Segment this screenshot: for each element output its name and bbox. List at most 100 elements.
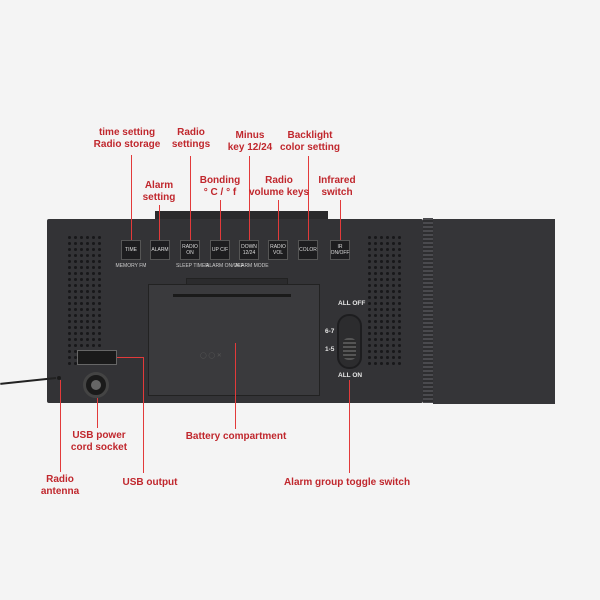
- grille-hole: [74, 350, 77, 353]
- grille-hole: [380, 326, 383, 329]
- leader-radio-vol: [278, 200, 279, 240]
- device-top-ridge: [155, 211, 328, 220]
- grille-hole: [68, 272, 71, 275]
- grille-hole: [398, 338, 401, 341]
- leader-bonding: [220, 200, 221, 240]
- grille-hole: [398, 284, 401, 287]
- grille-hole: [386, 356, 389, 359]
- grille-hole: [386, 332, 389, 335]
- battery-compartment-cover[interactable]: [148, 284, 320, 396]
- grille-hole: [68, 332, 71, 335]
- grille-hole: [398, 356, 401, 359]
- grille-hole: [398, 314, 401, 317]
- time-button[interactable]: TIME: [121, 240, 141, 260]
- grille-hole: [80, 302, 83, 305]
- grille-hole: [74, 278, 77, 281]
- grille-hole: [86, 308, 89, 311]
- grille-hole: [80, 308, 83, 311]
- grille-hole: [92, 296, 95, 299]
- radio-antenna-hole: [57, 376, 61, 380]
- ir-onoff-button[interactable]: IR ON/OFF: [330, 240, 350, 260]
- grille-hole: [386, 326, 389, 329]
- grille-hole: [392, 284, 395, 287]
- grille-hole: [398, 278, 401, 281]
- grille-hole: [92, 254, 95, 257]
- down-1224-button[interactable]: DOWN 12/24: [239, 240, 259, 260]
- grille-hole: [392, 362, 395, 365]
- radio-on-button[interactable]: RADIO ON: [180, 240, 200, 260]
- grille-hole: [68, 338, 71, 341]
- grille-hole: [80, 314, 83, 317]
- grille-hole: [98, 242, 101, 245]
- grille-hole: [80, 284, 83, 287]
- grille-hole: [80, 290, 83, 293]
- grille-hole: [86, 314, 89, 317]
- leader-minus: [249, 156, 250, 240]
- grille-hole: [80, 248, 83, 251]
- grille-hole: [398, 254, 401, 257]
- grille-hole: [374, 290, 377, 293]
- grille-hole: [374, 260, 377, 263]
- radio-vol-button[interactable]: RADIO VOL: [268, 240, 288, 260]
- leader-usb-output: [143, 357, 144, 473]
- grille-hole: [98, 320, 101, 323]
- grille-hole: [392, 320, 395, 323]
- switch-67-label: 6-7: [325, 328, 335, 335]
- grille-hole: [374, 332, 377, 335]
- callout-battery: Battery compartment: [185, 431, 287, 442]
- leader-alarm: [159, 205, 160, 240]
- grille-hole: [80, 242, 83, 245]
- grille-hole: [92, 272, 95, 275]
- grille-hole: [398, 272, 401, 275]
- grille-hole: [392, 314, 395, 317]
- grille-hole: [368, 290, 371, 293]
- grille-hole: [374, 356, 377, 359]
- usb-power-socket[interactable]: [83, 372, 109, 398]
- grille-hole: [374, 278, 377, 281]
- grille-hole: [68, 320, 71, 323]
- grille-hole: [392, 302, 395, 305]
- grille-hole: [86, 248, 89, 251]
- grille-hole: [380, 296, 383, 299]
- grille-hole: [92, 290, 95, 293]
- grille-hole: [92, 302, 95, 305]
- battery-cover-slot: [173, 294, 291, 297]
- grille-hole: [98, 332, 101, 335]
- alarm-button[interactable]: ALARM: [150, 240, 170, 260]
- grille-hole: [380, 320, 383, 323]
- grille-hole: [380, 248, 383, 251]
- grille-hole: [98, 290, 101, 293]
- grille-hole: [80, 266, 83, 269]
- grille-hole: [398, 296, 401, 299]
- callout-radio-volume: Radio volume keys: [248, 175, 310, 198]
- grille-hole: [92, 314, 95, 317]
- grille-hole: [368, 320, 371, 323]
- grille-hole: [374, 326, 377, 329]
- usb-output-port[interactable]: [77, 350, 117, 365]
- grille-hole: [68, 242, 71, 245]
- projector-block: [433, 219, 555, 404]
- grille-hole: [68, 236, 71, 239]
- grille-hole: [68, 248, 71, 251]
- grille-hole: [92, 320, 95, 323]
- grille-hole: [392, 266, 395, 269]
- grille-hole: [98, 236, 101, 239]
- switch-all-off-label: ALL OFF: [338, 300, 366, 307]
- grille-hole: [98, 308, 101, 311]
- alarm-group-switch-knob[interactable]: [343, 338, 356, 360]
- grille-hole: [374, 266, 377, 269]
- grille-hole: [398, 236, 401, 239]
- grille-hole: [68, 260, 71, 263]
- grille-hole: [392, 242, 395, 245]
- grille-hole: [74, 260, 77, 263]
- grille-hole: [398, 344, 401, 347]
- grille-hole: [80, 326, 83, 329]
- grille-hole: [386, 242, 389, 245]
- grille-hole: [92, 332, 95, 335]
- grille-hole: [80, 332, 83, 335]
- up-cf-button[interactable]: UP C/F: [210, 240, 230, 260]
- grille-hole: [68, 326, 71, 329]
- grille-hole: [374, 254, 377, 257]
- color-button[interactable]: COLOR: [298, 240, 318, 260]
- grille-hole: [380, 242, 383, 245]
